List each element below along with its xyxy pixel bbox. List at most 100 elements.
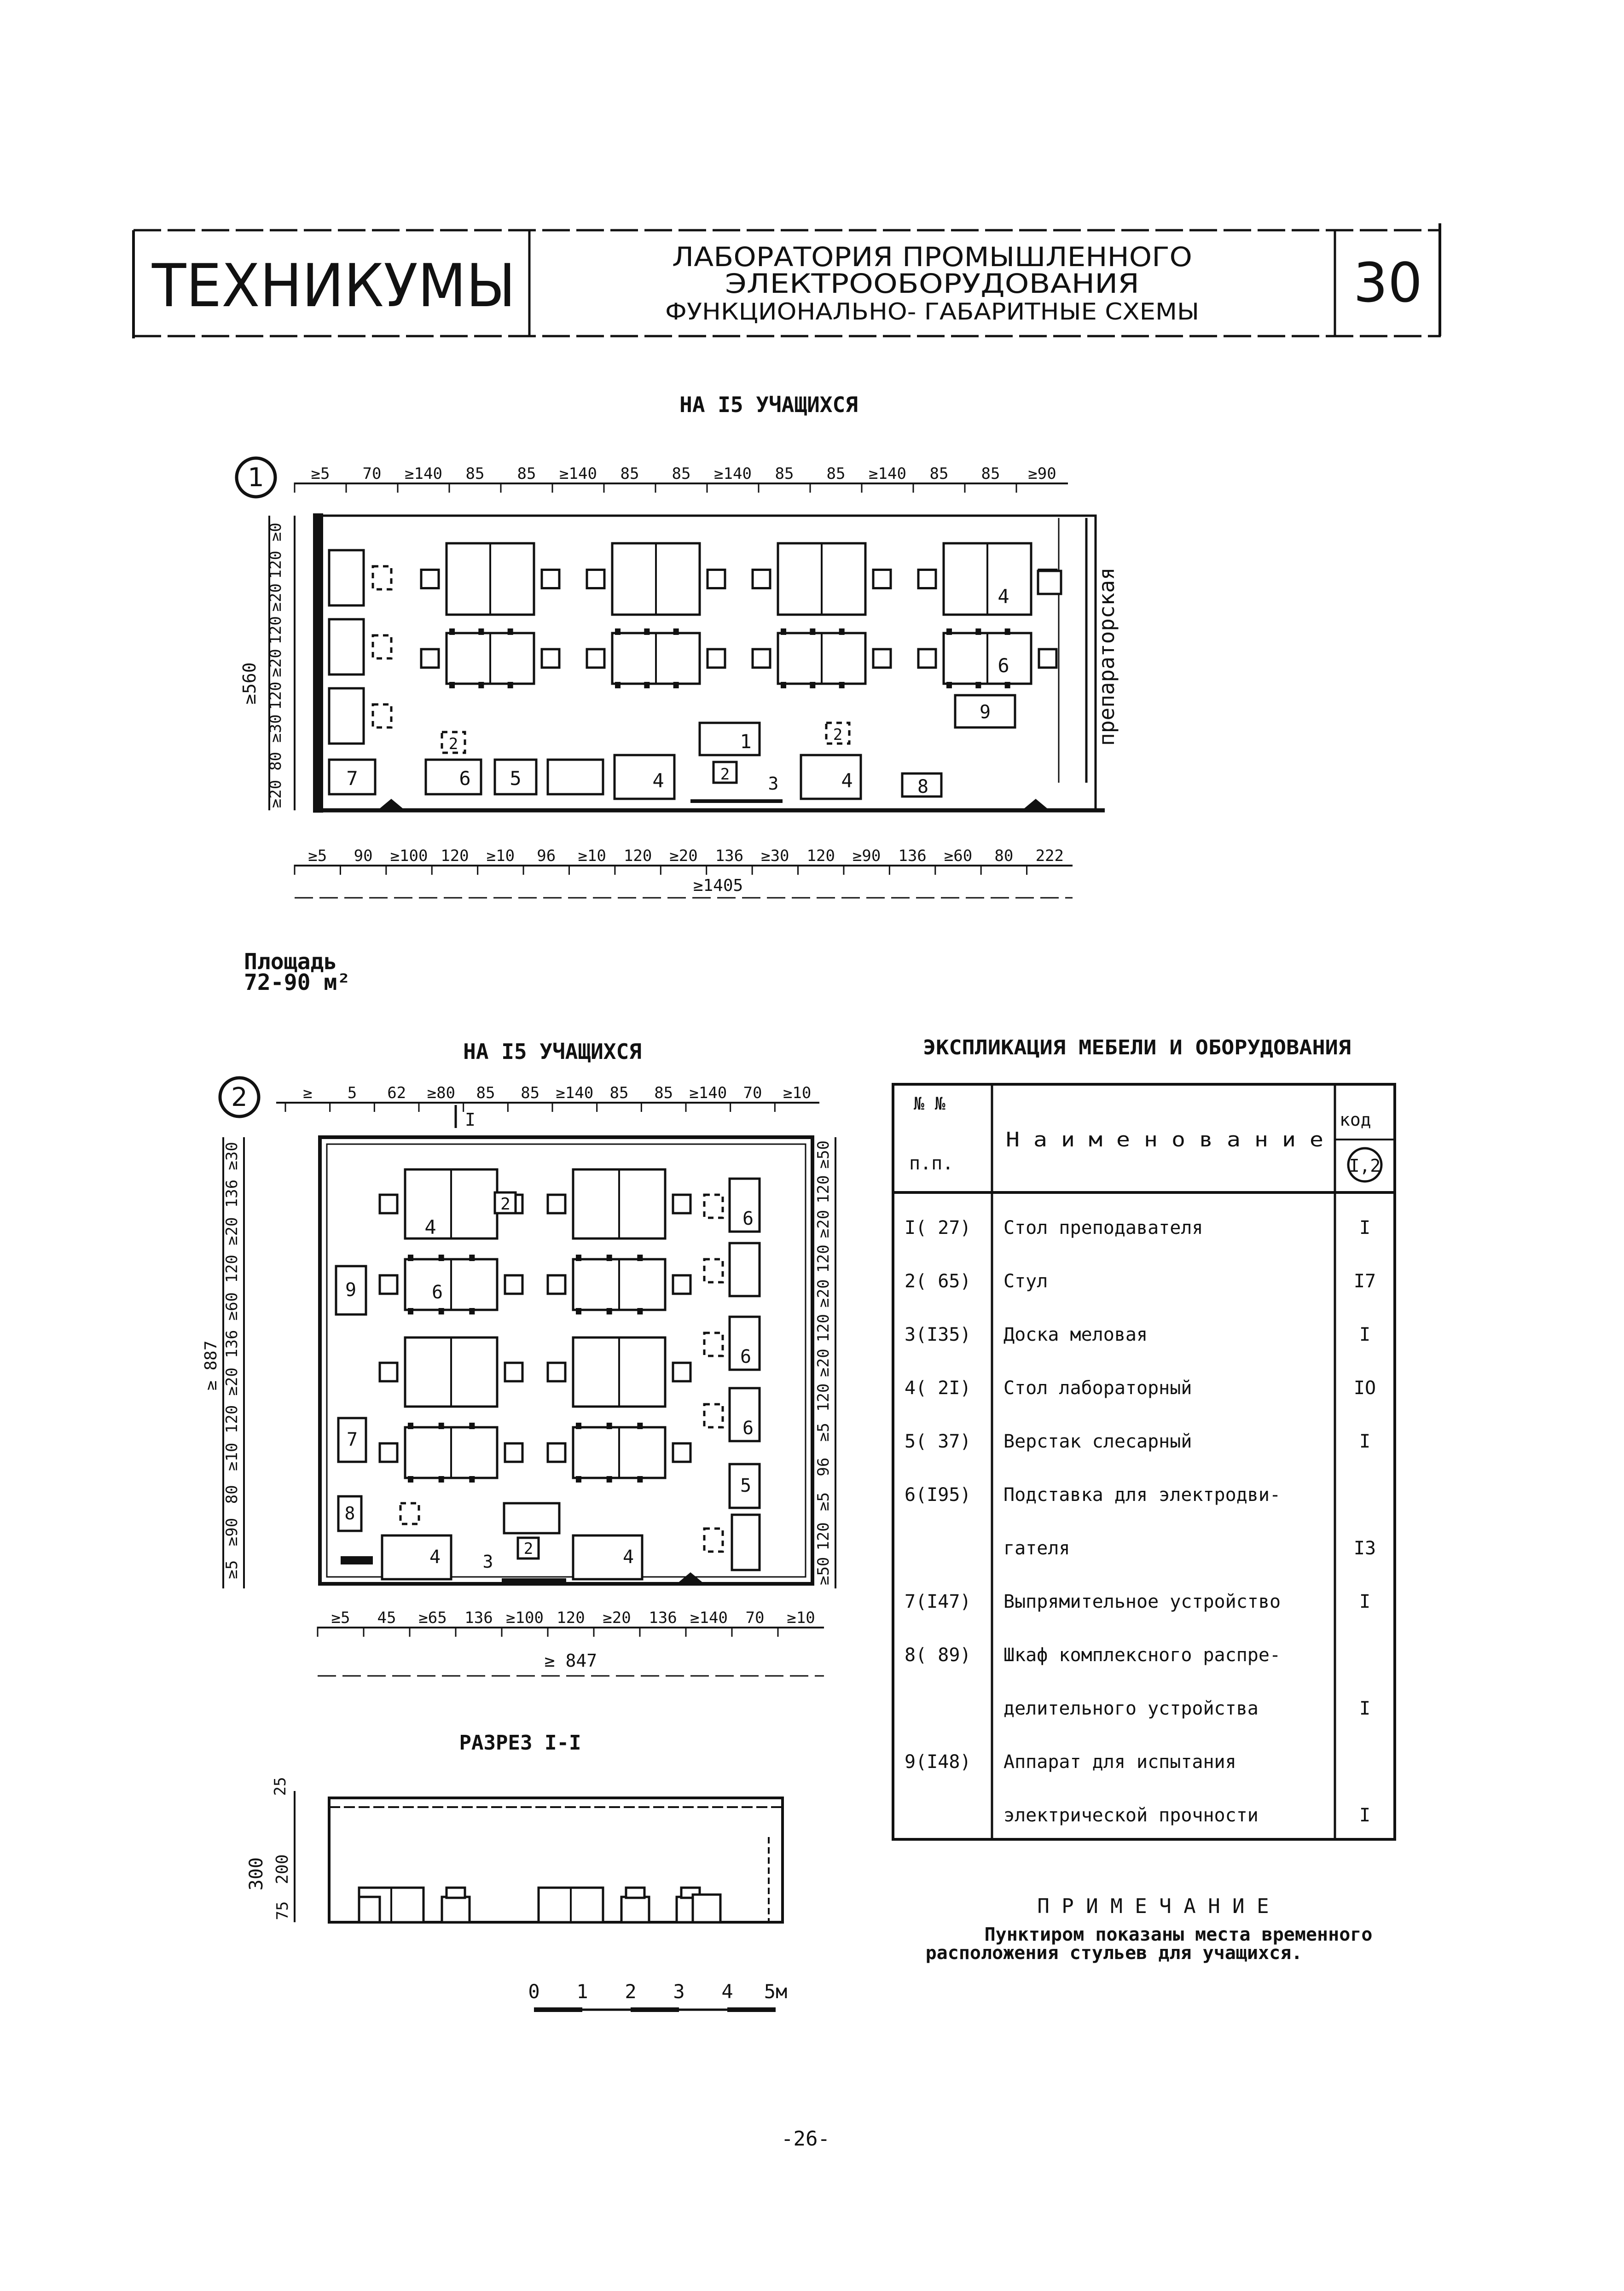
scale-label: 3 [673,1980,684,2003]
plan2-item-label: 2 [500,1195,510,1214]
motor-stand-foot [975,628,981,635]
explication-row-name: делительного устройства [1003,1698,1259,1719]
plan1-top-dim: 70 [363,465,382,483]
motor-stand-foot [408,1255,413,1261]
motor-stand-foot [606,1308,612,1314]
motor-stand-foot [673,628,679,635]
lab-table-small [800,754,862,800]
plan2-top-dim: 5 [348,1084,357,1102]
plan1-marker: 1 [248,463,264,493]
rectifier-unit [337,1417,367,1463]
plan2-item-label: 6 [740,1346,751,1367]
chair-back [625,1886,646,1899]
lab-table-small [613,754,676,800]
chair [751,648,771,669]
wall-bench [328,687,365,745]
plan1-top-dim: 85 [517,465,536,483]
plan1-top-dim: 85 [981,465,1000,483]
plan1-total-depth: ≥560 [239,662,260,704]
motor-stand-foot [438,1308,444,1314]
plan2-item-label: 2 [524,1540,533,1558]
plan2-bottom-dim: ≥140 [690,1609,728,1627]
section-dim: 25 [271,1777,290,1796]
plan2-bottom-dim: 136 [464,1609,493,1627]
plan2-bottom-dim: 120 [557,1609,585,1627]
chair [672,1442,692,1463]
chair [706,569,726,589]
header-line1: ЛАБОРАТОРИЯ ПРОМЫШЛЕННОГО [672,241,1192,273]
cabinet-elevation [691,1893,722,1924]
plan1-left-dim: ≥20 [267,649,285,677]
section-dim: 75 [273,1901,292,1920]
chair [706,648,726,669]
note-line2: расположения стульев для учащихся. [926,1942,1303,1964]
plan2-left-dim: 120 [223,1255,241,1283]
temporary-chair [371,703,393,729]
plan1-bottom-dim: 120 [624,847,652,865]
plan1-item-label: 4 [998,585,1009,608]
temporary-chair [371,565,393,591]
motor-stand-foot [449,682,455,688]
plan2-left-dim: ≥5 [223,1560,241,1579]
motor-stand-foot [438,1255,444,1261]
motor-stand-foot [576,1476,581,1483]
chair [546,1442,567,1463]
plan1-top-dim: 85 [466,465,485,483]
temporary-chair [703,1332,724,1357]
explication-row-name: Стол преподавателя [1003,1217,1203,1239]
plan1-top-dim: ≥5 [311,465,330,483]
temporary-chair [399,1502,420,1525]
plan1-total-width: ≥1405 [693,876,743,895]
chair [546,1361,567,1383]
wall-bench [728,1387,761,1442]
plan1-item-label: 2 [720,765,730,784]
explication-row-name: Верстак слесарный [1003,1431,1192,1452]
explication-row-code: I [1359,1591,1370,1612]
explication-row-num: 6(I95) [905,1484,971,1506]
scale-segment [727,2007,776,2012]
chair [586,569,606,589]
workbench [493,758,538,796]
rectifier-unit [328,758,377,796]
plan1-left-dim: ≥20 [267,583,285,611]
plan1-bottom-dim: 96 [537,847,556,865]
plan2-bottom-dim: ≥65 [418,1609,447,1627]
chair [540,648,561,669]
section-furniture [358,1886,722,1924]
chair [917,569,937,589]
plan2-top-dim: ≥10 [783,1084,811,1102]
plan1-top-dim: ≥140 [714,465,752,483]
plan2-top-dim: 85 [521,1084,539,1102]
chair [378,1361,399,1383]
door-marker [377,799,405,810]
motor-stand-foot [615,628,621,635]
plan2-right-dim: 120 [814,1244,833,1273]
explication-row-code: I [1359,1698,1370,1719]
distribution-cabinet [337,1495,363,1532]
section-dim: 300 [246,1857,267,1890]
chair [917,648,937,669]
wall-bench [728,1315,761,1371]
workbench [728,1463,761,1509]
chair [504,1274,524,1295]
temporary-chair [703,1403,724,1429]
plan1-item-label: 2 [449,735,458,753]
test-apparatus [335,1265,367,1316]
scale-label: 4 [721,1980,733,2003]
plan2-bottom-dim: ≥5 [331,1609,350,1627]
plan2-top-dim: ≥80 [427,1084,455,1102]
motor-stand-foot [946,628,952,635]
motor-stand-foot [1004,628,1010,635]
header-line3: ФУНКЦИОНАЛЬНО- ГАБАРИТНЫЕ СХЕМЫ [665,298,1199,325]
sheet-number: 30 [1353,251,1422,314]
plan1-left-dim: 120 [267,616,285,644]
plan2-item-label: 8 [345,1503,355,1523]
plan2-right-dim: ≥50 [814,1140,833,1169]
plan1-top-dim: ≥140 [405,465,442,483]
chair [546,1274,567,1295]
plan1-left-dim: ≥30 [267,715,285,743]
motor-stand-foot [469,1476,475,1483]
